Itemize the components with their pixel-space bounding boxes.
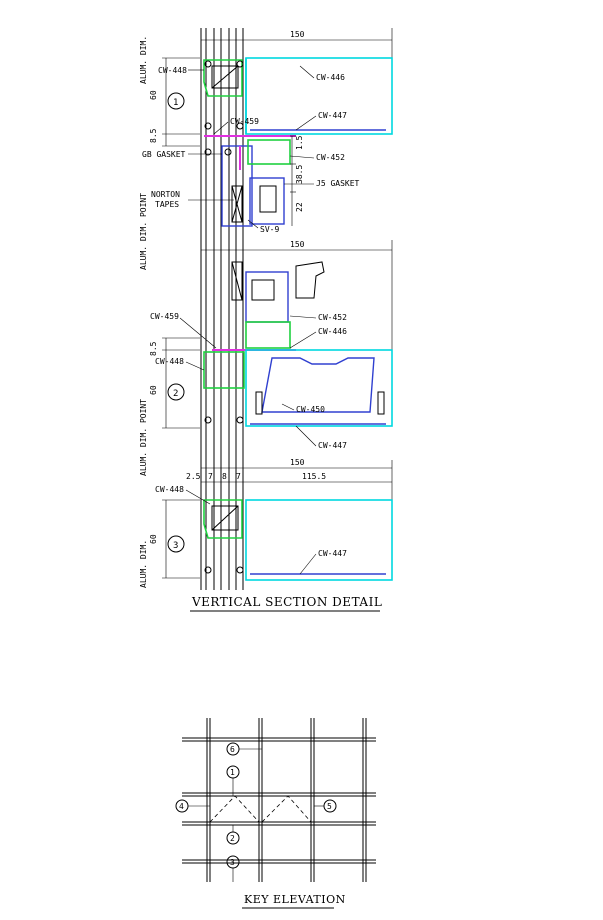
label-norton-2: TAPES: [155, 200, 179, 209]
section-title: VERTICAL SECTION DETAIL: [191, 595, 382, 609]
label-gasket-j: J5 GASKET: [316, 179, 360, 188]
dim-115_5: 115.5: [302, 472, 326, 481]
label-alum-dim-point-2: ALUM. DIM. POINT: [139, 399, 148, 476]
key-title: KEY ELEVATION: [244, 893, 346, 906]
dim-60-3: 60: [149, 534, 158, 544]
section-2: 150 CW-459 CW-452 CW-446 CW-448 CW-450 C…: [139, 240, 393, 476]
dim-8: 8: [222, 472, 227, 481]
middle-joint: 1.5 38.5 22 CW-452 GB GASKET J5 GASKET N…: [139, 135, 360, 270]
marker-section-2: 2: [173, 389, 178, 399]
dim-150-top: 150: [290, 30, 305, 39]
label-cw452-1: CW-452: [316, 153, 345, 162]
dim-7-a: 7: [208, 472, 213, 481]
label-cw447-2: CW-447: [318, 441, 347, 450]
key-elevation: 6 1 4 5 2 3: [175, 718, 376, 882]
label-alum-dim-3: ALUM. DIM.: [139, 540, 148, 588]
label-cw450: CW-450: [296, 405, 325, 414]
label-gasket-ct: GB GASKET: [142, 150, 186, 159]
dim-7-b: 7: [236, 472, 241, 481]
dim-150-mid: 150: [290, 240, 305, 249]
label-alum-dim-1: ALUM. DIM.: [139, 36, 148, 84]
key-marker-4: 4: [179, 802, 184, 811]
dim-150-bot: 150: [290, 458, 305, 467]
label-cw448-3: CW-448: [155, 485, 184, 494]
section-1: 150 CW-448 CW-446 CW-447 CW-459 60 8.5: [139, 28, 393, 147]
dim-8_5-2: 8.5: [149, 341, 158, 356]
label-cw448-2: CW-448: [155, 357, 184, 366]
dim-1_5: 1.5: [295, 135, 304, 150]
key-marker-6: 6: [230, 745, 235, 754]
dim-60-2: 60: [149, 385, 158, 395]
label-cw447-3: CW-447: [318, 549, 347, 558]
marker-section-3: 3: [173, 541, 178, 551]
dim-8_5-1: 8.5: [149, 128, 158, 143]
label-norton-1: NORTON: [151, 190, 180, 199]
label-cw446-2: CW-446: [318, 327, 347, 336]
dim-60-1: 60: [149, 90, 158, 100]
marker-section-1: 1: [173, 98, 178, 108]
key-marker-3: 3: [230, 858, 235, 867]
key-marker-5: 5: [327, 802, 332, 811]
dim-22: 22: [295, 202, 304, 212]
glazing-lines: [200, 28, 244, 590]
key-marker-1: 1: [230, 768, 235, 777]
label-cw448-1: CW-448: [158, 66, 187, 75]
label-cw446-1: CW-446: [316, 73, 345, 82]
section-3: 150 115.5 2.5 7 8 7 CW-448 CW-447 60 3 A…: [139, 458, 393, 588]
label-cw459-1: CW-459: [230, 117, 259, 126]
label-cw452-2: CW-452: [318, 313, 347, 322]
dim-38_5: 38.5: [295, 165, 304, 184]
key-marker-2: 2: [230, 834, 235, 843]
label-cw447-1: CW-447: [318, 111, 347, 120]
label-cw459-2: CW-459: [150, 312, 179, 321]
dim-2_5: 2.5: [186, 472, 201, 481]
label-sv9: SV-9: [260, 225, 279, 234]
label-alum-dim-point-1: ALUM. DIM. POINT: [139, 193, 148, 270]
